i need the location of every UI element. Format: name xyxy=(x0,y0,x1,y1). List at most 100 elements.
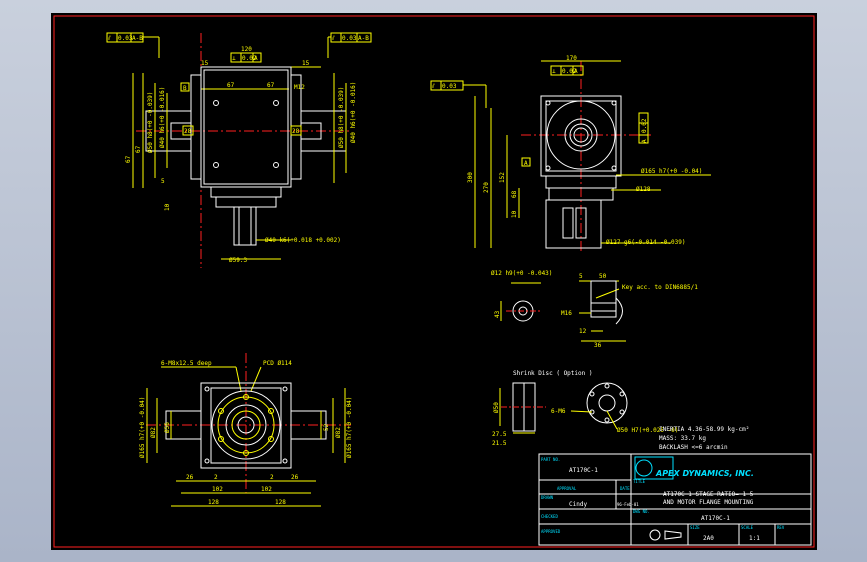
svg-text:27.5: 27.5 xyxy=(492,431,507,438)
svg-text:Ø56: Ø56 xyxy=(164,422,171,433)
svg-text:DWG NO.: DWG NO. xyxy=(633,509,650,514)
svg-text:INERTIA 4.36-58.99 kg-cm²: INERTIA 4.36-58.99 kg-cm² xyxy=(659,426,749,433)
projection-symbol xyxy=(649,529,661,541)
svg-text:Ø50 H7(+0.025 -0): Ø50 H7(+0.025 -0) xyxy=(617,427,678,434)
svg-text:AT170C-1 STAGE RATIO= 1-5: AT170C-1 STAGE RATIO= 1-5 xyxy=(663,491,754,498)
svg-text:Ø40 h6(+0 -0.016): Ø40 h6(+0 -0.016) xyxy=(350,82,357,143)
svg-text:B: B xyxy=(183,85,187,92)
svg-text:1:1: 1:1 xyxy=(749,535,760,542)
svg-text:DATE: DATE xyxy=(620,486,630,491)
svg-text:⫽: ⫽ xyxy=(431,83,435,90)
svg-text:Key acc. to DIN6885/1: Key acc. to DIN6885/1 xyxy=(622,284,698,291)
svg-text:28: 28 xyxy=(292,128,300,135)
svg-text:SCALE: SCALE xyxy=(741,525,754,530)
svg-text:DRAWN: DRAWN xyxy=(541,495,554,500)
svg-text:15: 15 xyxy=(201,60,209,67)
svg-text:6-M8x12.5 deep: 6-M8x12.5 deep xyxy=(161,360,212,367)
globe-icon xyxy=(635,459,653,477)
svg-text:PART NO.: PART NO. xyxy=(541,457,560,462)
svg-text:⊥: ⊥ xyxy=(552,68,556,75)
svg-text:A: A xyxy=(641,139,648,143)
svg-text:Ø165 h7(+0 -0.04): Ø165 h7(+0 -0.04) xyxy=(641,168,702,175)
svg-text:MASS: 33.7 kg: MASS: 33.7 kg xyxy=(659,435,706,442)
svg-text:⊥: ⊥ xyxy=(232,55,236,62)
svg-text:128: 128 xyxy=(208,499,219,506)
svg-text:APEX DYNAMICS, INC.: APEX DYNAMICS, INC. xyxy=(655,469,754,478)
svg-text:⫽: ⫽ xyxy=(107,35,111,42)
svg-text:M12: M12 xyxy=(294,84,305,91)
svg-text:Ø40 h6(+0 -0.016): Ø40 h6(+0 -0.016) xyxy=(159,87,166,148)
svg-text:96-Feb-01: 96-Feb-01 xyxy=(617,502,639,507)
svg-text:0.02: 0.02 xyxy=(641,118,648,133)
svg-text:2: 2 xyxy=(214,474,218,481)
svg-text:67: 67 xyxy=(135,145,142,153)
svg-text:REV: REV xyxy=(777,525,785,530)
top-view: ⫽ 0.03 A-B ⫽ 0.03 A-B ⊥ 0.02 A B 15 120 … xyxy=(106,32,372,268)
svg-text:68: 68 xyxy=(511,190,518,198)
svg-text:SIZE: SIZE xyxy=(690,525,700,530)
svg-text:2: 2 xyxy=(270,474,274,481)
svg-text:67: 67 xyxy=(125,155,132,163)
svg-text:0.02: 0.02 xyxy=(242,55,257,62)
shrink-disc-detail: Shrink Disc ( Option ) Ø50 27.5 21.5 6-M… xyxy=(492,370,678,447)
svg-text:M16: M16 xyxy=(561,310,572,317)
svg-text:Cindy: Cindy xyxy=(569,501,587,508)
svg-text:10: 10 xyxy=(511,210,518,218)
svg-text:CHECKED: CHECKED xyxy=(541,514,558,519)
drawing-sheet[interactable]: ⫽ 0.03 A-B ⫽ 0.03 A-B ⊥ 0.02 A B 15 120 … xyxy=(51,13,817,550)
svg-text:Ø165 h7(+0 -0.04): Ø165 h7(+0 -0.04) xyxy=(139,397,146,458)
company-logo xyxy=(634,456,674,480)
svg-text:28: 28 xyxy=(184,128,192,135)
svg-text:Ø82: Ø82 xyxy=(335,427,342,438)
svg-text:10: 10 xyxy=(164,203,171,211)
svg-text:TITLE: TITLE xyxy=(633,479,646,484)
tolerance-frame-side-top: ⊥ 0.02 A xyxy=(550,65,584,76)
svg-text:102: 102 xyxy=(261,486,272,493)
bottom-view: 6-M8x12.5 deep PCD Ø114 Ø165 h7(+0 -0.04… xyxy=(139,353,353,507)
svg-text:6-M6: 6-M6 xyxy=(551,408,566,415)
svg-text:5: 5 xyxy=(161,178,165,185)
svg-text:PCD Ø114: PCD Ø114 xyxy=(263,360,292,367)
svg-text:102: 102 xyxy=(212,486,223,493)
svg-text:43: 43 xyxy=(494,310,501,318)
shaft-detail: Ø12 h9(+0 -0.043) 43 5 50 Key acc. to DI… xyxy=(491,270,698,349)
drawing-frame xyxy=(53,15,815,548)
svg-text:0.03: 0.03 xyxy=(118,35,133,42)
svg-text:120: 120 xyxy=(241,46,252,53)
tolerance-frame-side-right: 0.02 A xyxy=(638,112,649,144)
svg-text:AT170C-1: AT170C-1 xyxy=(701,515,730,522)
svg-text:A: A xyxy=(574,68,578,75)
svg-text:67: 67 xyxy=(267,82,275,89)
svg-text:A: A xyxy=(524,160,528,167)
svg-text:12: 12 xyxy=(579,328,587,335)
tolerance-frame-left: ⫽ 0.03 A-B xyxy=(106,32,160,58)
svg-text:36: 36 xyxy=(594,342,602,349)
svg-text:5: 5 xyxy=(579,273,583,280)
svg-text:BACKLASH <=6 arcmin: BACKLASH <=6 arcmin xyxy=(659,444,728,451)
svg-text:128: 128 xyxy=(275,499,286,506)
svg-text:Ø82: Ø82 xyxy=(150,427,157,438)
svg-text:300: 300 xyxy=(467,172,474,183)
svg-text:APPROVED: APPROVED xyxy=(541,529,561,534)
svg-text:0.02: 0.02 xyxy=(562,68,577,75)
svg-text:270: 270 xyxy=(483,182,490,193)
svg-text:21.5: 21.5 xyxy=(492,440,507,447)
svg-text:A: A xyxy=(254,55,258,62)
svg-text:A-B: A-B xyxy=(358,35,369,42)
svg-text:Ø50: Ø50 xyxy=(493,402,500,413)
tolerance-frame-right: ⫽ 0.03 A-B xyxy=(327,32,372,58)
svg-text:50: 50 xyxy=(599,273,607,280)
svg-text:Ø50 h8(+0 -0.039): Ø50 h8(+0 -0.039) xyxy=(338,87,345,148)
svg-text:AND MOTOR FLANGE MOUNTING: AND MOTOR FLANGE MOUNTING xyxy=(663,499,754,506)
svg-text:67: 67 xyxy=(227,82,235,89)
svg-text:152: 152 xyxy=(499,172,506,183)
side-view: ⫽ 0.03 ⊥ 0.02 A 170 0.02 A xyxy=(430,55,711,253)
svg-text:Shrink Disc ( Option ): Shrink Disc ( Option ) xyxy=(513,370,592,377)
svg-text:26: 26 xyxy=(291,474,299,481)
svg-text:0.03: 0.03 xyxy=(442,83,457,90)
svg-text:170: 170 xyxy=(566,55,577,62)
svg-text:⫽: ⫽ xyxy=(331,35,335,42)
svg-text:Ø40 k6(+0.018 +0.002): Ø40 k6(+0.018 +0.002) xyxy=(265,237,341,244)
svg-text:2A0: 2A0 xyxy=(703,535,714,542)
